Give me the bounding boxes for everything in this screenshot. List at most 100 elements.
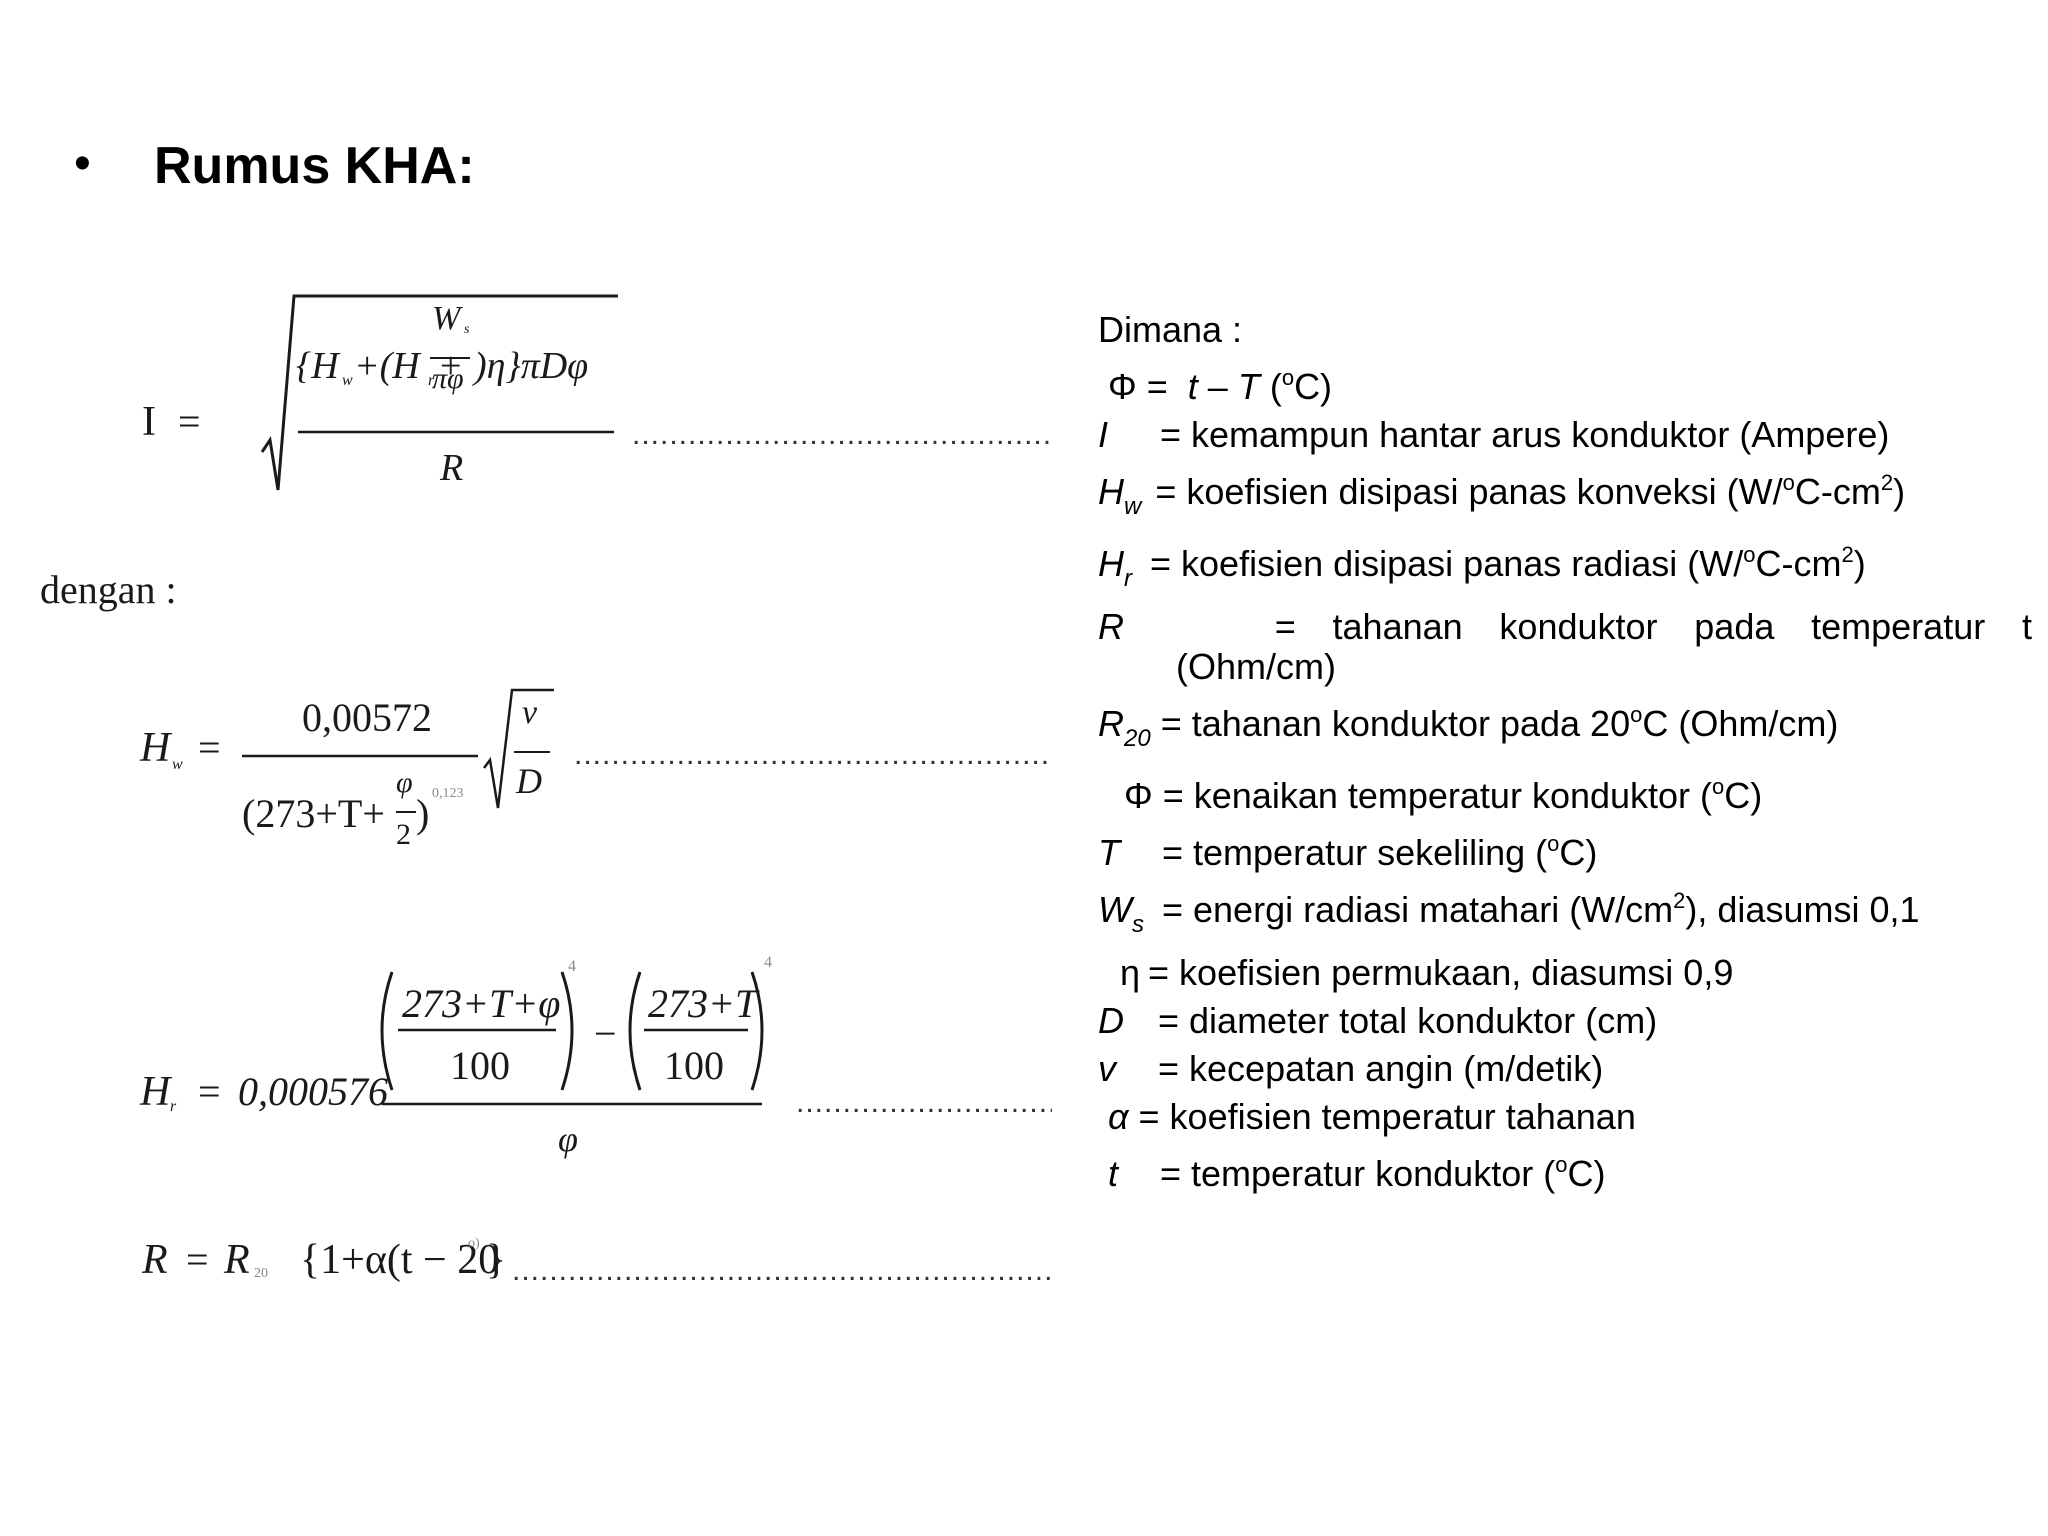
- hw-lhs-sub: w: [172, 756, 183, 773]
- def-d: D= diameter total konduktor (cm): [1098, 997, 2038, 1045]
- def-ws-text-a: = energi radiasi matahari (W/cm: [1161, 889, 1674, 930]
- def-ws-text-b: ), diasumsi 0,1: [1685, 889, 1920, 930]
- hr-a-exponent: 4: [568, 958, 576, 975]
- hw-numerator: 0,00572: [302, 695, 432, 740]
- def-eta-symbol: η: [1120, 952, 1141, 993]
- def-phi2-deg: o: [1712, 774, 1725, 799]
- definitions-header: Dimana :: [1098, 309, 1243, 350]
- def-hr-unit: C-cm: [1755, 543, 1842, 584]
- def-T-text-a: = temperatur sekeliling (: [1162, 832, 1548, 873]
- def-phi2-text-a: = kenaikan temperatur konduktor (: [1162, 775, 1713, 816]
- i-den-r: R: [440, 447, 464, 489]
- hr-b-denominator: 100: [664, 1043, 724, 1088]
- def-r20-text-a: = tahanan konduktor pada 20: [1160, 703, 1631, 744]
- r-lhs: R: [142, 1237, 168, 1283]
- i-num-plus: +: [440, 345, 462, 387]
- def-alpha-text: = koefisien temperatur tahanan: [1138, 1096, 1636, 1137]
- def-hw-text: = koefisien disipasi panas konveksi (W/: [1155, 471, 1783, 512]
- i-num-sub-r: r: [428, 372, 435, 389]
- def-r-word-eq: =: [1274, 606, 1296, 647]
- def-hr-sq: 2: [1841, 542, 1854, 567]
- def-r20: R20= tahanan konduktor pada 20oC (Ohm/cm…: [1098, 691, 2038, 763]
- def-r-word-5: t: [2021, 606, 2032, 647]
- i-num-part-c: +(H: [354, 345, 420, 387]
- def-ws-symbol: W: [1098, 889, 1132, 930]
- hw-d: D: [516, 761, 542, 801]
- dengan-label: dengan :: [40, 567, 177, 612]
- def-hr: Hr= koefisien disipasi panas radiasi (W/…: [1098, 531, 2038, 603]
- def-phi-deg: o: [1281, 365, 1295, 390]
- def-alpha-symbol: α: [1108, 1096, 1129, 1137]
- def-phi-eq: =: [1136, 366, 1188, 407]
- def-r: R = tahanan konduktor pada temperatur t …: [1098, 603, 2038, 687]
- hw-den-part-b: ): [416, 791, 430, 836]
- r-equals: =: [186, 1237, 209, 1282]
- i-num-part-a: {H: [296, 345, 339, 387]
- def-r-symbol: R: [1098, 606, 1124, 647]
- hr-leader-dots: ........................................…: [796, 1086, 1052, 1119]
- def-r-continuation: (Ohm/cm): [1176, 646, 1336, 687]
- hr-b-exponent: 4: [764, 954, 772, 971]
- hw-exponent: 0,123: [432, 786, 464, 801]
- def-r-word-3: pada: [1694, 606, 1775, 647]
- def-hw-deg: o: [1782, 470, 1795, 495]
- def-i-text: = kemampun hantar arus konduktor (Ampere…: [1160, 414, 1890, 455]
- hw-equals: =: [198, 725, 221, 770]
- def-hw-sq: 2: [1880, 470, 1894, 495]
- hr-equals: =: [198, 1069, 221, 1114]
- def-v-symbol: v: [1098, 1048, 1116, 1089]
- def-r20-text-b: C (Ohm/cm): [1642, 703, 1839, 744]
- def-d-symbol: D: [1098, 1000, 1124, 1041]
- hw-den-part-a: (273+T+: [242, 791, 385, 836]
- i-ws-sub: s: [464, 322, 470, 337]
- def-T-text-b: C): [1559, 832, 1598, 873]
- hr-b-numerator: 273+T: [648, 981, 758, 1026]
- def-hw-symbol: H: [1098, 471, 1124, 512]
- r-body: {1+α(t − 20: [300, 1237, 500, 1283]
- hr-den-phi: φ: [558, 1119, 578, 1159]
- def-t-deg: o: [1555, 1152, 1568, 1177]
- i-num-part-f: )η}πDφ: [474, 345, 589, 387]
- def-ws-sub: s: [1131, 911, 1144, 938]
- def-eta: η= koefisien permukaan, diasumsi 0,9: [1098, 949, 2038, 997]
- def-i: I = kemampun hantar arus konduktor (Amper…: [1098, 411, 2038, 459]
- def-T-deg: o: [1547, 831, 1560, 856]
- def-r20-symbol: R: [1098, 703, 1124, 744]
- def-hr-symbol: H: [1098, 543, 1124, 584]
- def-phi-close: C): [1294, 366, 1333, 407]
- hr-a-numerator: 273+T+φ: [402, 981, 561, 1026]
- def-r-word-4: temperatur: [1811, 606, 1986, 647]
- hw-leader-dots: ........................................…: [574, 738, 1052, 771]
- r-leader-dots: ........................................…: [512, 1254, 1052, 1287]
- hw-lhs: H: [140, 725, 171, 771]
- hw-den-two: 2: [396, 818, 411, 851]
- r-r20-sub: 20: [254, 1266, 268, 1281]
- def-phi2-text-b: C): [1724, 775, 1763, 816]
- def-t: t= temperatur konduktor (oC): [1098, 1141, 2038, 1198]
- def-phi: Φ= kenaikan temperatur konduktor (oC): [1098, 763, 2038, 820]
- def-hr-deg: o: [1743, 542, 1756, 567]
- def-ws-sq: 2: [1673, 888, 1686, 913]
- def-phi2-symbol: Φ: [1124, 775, 1153, 816]
- formula-panel: I = {H w +(H r + W s πφ )η}πDφ R .......…: [40, 294, 1052, 1287]
- i-radical: [260, 294, 618, 491]
- hw-den-phi: φ: [396, 766, 413, 799]
- def-hr-close: ): [1853, 543, 1866, 584]
- r-close: }: [486, 1237, 507, 1283]
- hr-a-denominator: 100: [450, 1043, 510, 1088]
- def-r-word-1: tahanan: [1332, 606, 1463, 647]
- def-T-symbol: T: [1098, 832, 1120, 873]
- def-phi-T: T: [1237, 366, 1260, 407]
- def-i-symbol: I: [1098, 414, 1109, 455]
- i-pi-phi: πφ: [432, 362, 464, 395]
- i-num-sub-w: w: [342, 372, 353, 389]
- def-eta-text: = koefisien permukaan, diasumsi 0,9: [1148, 952, 1734, 993]
- def-v: v= kecepatan angin (m/detik): [1098, 1045, 2038, 1093]
- hr-lhs-sub: r: [170, 1098, 177, 1115]
- bullet-point: •: [74, 137, 91, 190]
- def-hw-close: ): [1893, 471, 1906, 512]
- def-t-text-a: = temperatur konduktor (: [1160, 1153, 1556, 1194]
- hr-lhs: H: [140, 1069, 171, 1115]
- i-leader-dots: ........................................…: [632, 418, 1052, 451]
- def-r20-sub: 20: [1124, 725, 1151, 752]
